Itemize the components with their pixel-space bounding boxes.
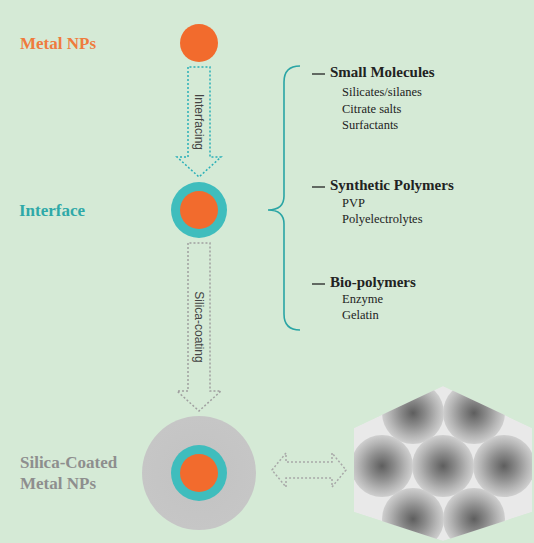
category-item: Citrate salts	[342, 102, 401, 117]
list-dash	[312, 283, 325, 284]
node-heading: Interface	[19, 200, 139, 221]
edge-label: Silica-coating	[192, 291, 206, 362]
interface-shell	[171, 445, 227, 501]
metal-core	[180, 454, 218, 492]
category-item: Gelatin	[342, 308, 379, 323]
category-heading: Synthetic Polymers	[330, 177, 454, 194]
silica-coated-circle: Silica-Coated Metal NPs	[142, 416, 256, 530]
node-heading: Metal NPs	[20, 33, 160, 54]
category-item: Silicates/silanes	[342, 85, 422, 100]
category-item: PVP	[342, 196, 365, 211]
category-item: Surfactants	[342, 118, 398, 133]
category-heading: Bio-polymers	[330, 274, 416, 291]
category-heading: Small Molecules	[330, 64, 435, 81]
double-arrow	[272, 453, 346, 487]
category-item: Polyelectrolytes	[342, 212, 423, 227]
metal-core	[180, 191, 218, 229]
node-heading: Silica-Coated Metal NPs	[20, 452, 142, 494]
list-dash	[312, 186, 325, 187]
list-dash	[312, 73, 325, 74]
edge-label: Interfacing	[192, 94, 206, 150]
metal-np-circle: Metal NPs	[180, 24, 218, 62]
block-arrow	[177, 243, 221, 411]
packed-spheres	[351, 382, 534, 543]
category-item: Enzyme	[342, 292, 383, 307]
interface-circle: Interface	[171, 182, 227, 238]
block-arrow	[177, 67, 221, 177]
curly-bracket	[268, 66, 300, 330]
